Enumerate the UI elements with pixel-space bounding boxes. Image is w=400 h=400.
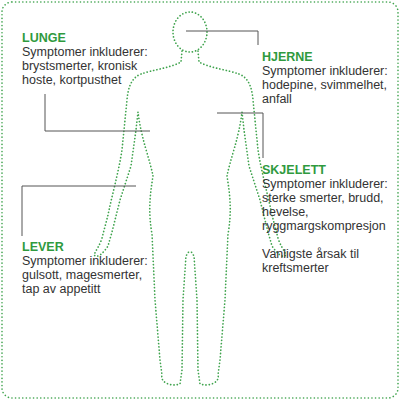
note-text: Vanligste årsak til kreftsmerter bbox=[262, 247, 390, 275]
leader-line bbox=[186, 31, 258, 45]
organ-title: HJERNE bbox=[262, 50, 382, 64]
symptom-text: Symptomer inkluderer: sterke smerter, br… bbox=[262, 177, 390, 233]
symptom-text: Symptomer inkluderer: gulsott, magesmert… bbox=[22, 254, 162, 296]
symptom-text: Symptomer inkluderer: brystsmerter, kron… bbox=[22, 45, 172, 87]
organ-title: LEVER bbox=[22, 240, 142, 254]
leader-line bbox=[217, 113, 263, 158]
leader-lines bbox=[22, 31, 263, 236]
leader-line bbox=[45, 94, 150, 131]
symptom-text: Symptomer inkluderer: hodepine, svimmelh… bbox=[262, 64, 394, 106]
head-outline bbox=[173, 12, 207, 52]
organ-title: LUNGE bbox=[22, 31, 142, 45]
leader-line bbox=[22, 186, 136, 236]
body-half-outline bbox=[94, 51, 190, 385]
organ-title: SKJELETT bbox=[262, 163, 382, 177]
